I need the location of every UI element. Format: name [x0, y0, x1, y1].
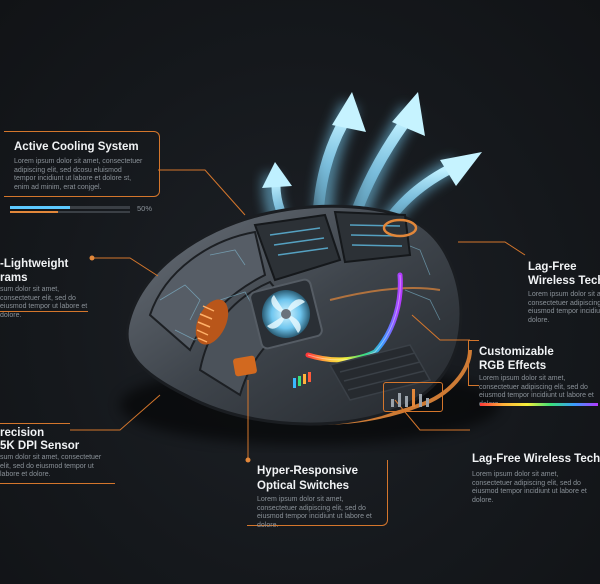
wireless-top-body: Lorem ipsum dolor sit amet, consectetuer…	[528, 291, 600, 324]
switches-body: Lorem ipsum dolor sit amet, consectetuer…	[257, 496, 372, 529]
cooling-progress-sub	[10, 211, 130, 213]
wireless-bottom-title: Lag-Free Wireless Tech	[472, 453, 600, 465]
lightweight-body: sum dolor sit amet, consectetuer elit, s…	[0, 286, 88, 319]
rgb-led-ticks	[293, 372, 311, 388]
cooling-body: Lorem ipsum dolor sit amet, consectetuer…	[14, 158, 143, 191]
dpi-title-line1: recision	[0, 427, 45, 439]
rgb-spectrum-bar	[480, 403, 598, 406]
dpi-title-line2: 5K DPI Sensor	[0, 440, 80, 452]
lightweight-title-line2: rams	[0, 272, 28, 284]
wireless-top-title-line1: Lag-Free	[528, 261, 577, 273]
callout-lightweight: -Lightweight rams sum dolor sit amet, co…	[0, 255, 100, 319]
wireless-bottom-body: Lorem ipsum dolor sit amet, consectetuer…	[472, 471, 587, 504]
callout-wireless-top: Lag-Free Wireless Tech Lorem ipsum dolor…	[528, 261, 600, 324]
cooling-progress-label: 50%	[137, 204, 153, 213]
cooling-fan	[249, 278, 323, 350]
wireless-top-title-line2: Wireless Tech	[528, 275, 600, 287]
callout-optical-switches: Hyper-Responsive Optical Switches Lorem …	[247, 460, 388, 529]
rgb-title-line1: Customizable	[479, 346, 554, 358]
cooling-title: Active Cooling System	[14, 141, 139, 153]
rgb-title-line2: RGB Effects	[479, 360, 547, 372]
cooling-progress-fill	[10, 206, 70, 209]
cooling-progress-track	[10, 206, 130, 209]
rgb-equalizer	[383, 382, 443, 412]
switches-title-line2: Optical Switches	[257, 480, 350, 492]
callout-wireless-bottom: Lag-Free Wireless Tech Lorem ipsum dolor…	[472, 453, 600, 504]
dpi-body: sum dolor sit amet, consectetuer elit, s…	[0, 454, 102, 478]
equalizer-bar	[405, 396, 408, 407]
callout-dpi-sensor: recision 5K DPI Sensor sum dolor sit ame…	[0, 423, 120, 485]
switches-title-line1: Hyper-Responsive	[257, 465, 358, 477]
equalizer-bar	[412, 389, 415, 407]
connector-lines	[70, 169, 526, 460]
equalizer-bar	[391, 398, 394, 407]
callout-rgb-effects: Customizable RGB Effects Lorem ipsum dol…	[468, 340, 600, 415]
equalizer-bar	[426, 398, 429, 407]
lightweight-title-line1: -Lightweight	[0, 258, 69, 270]
callout-active-cooling: Active Cooling System Lorem ipsum dolor …	[4, 131, 160, 197]
scroll-wheel	[195, 299, 229, 345]
mouse-body	[120, 204, 500, 445]
equalizer-bar	[419, 394, 422, 407]
equalizer-bar	[398, 392, 401, 407]
